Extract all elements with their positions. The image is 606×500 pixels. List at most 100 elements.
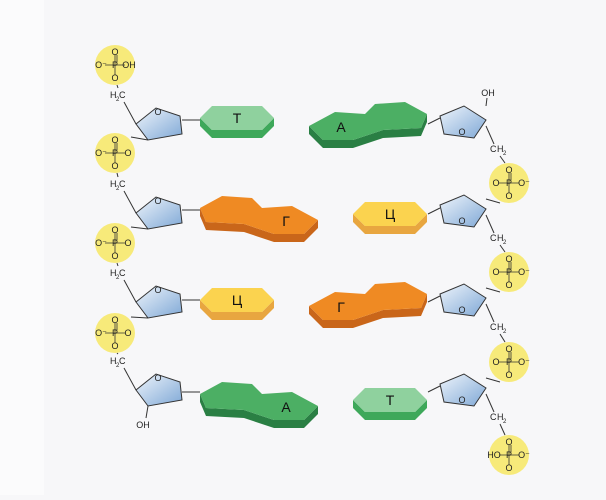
base-side	[200, 208, 318, 242]
base-top	[353, 202, 427, 226]
bond-line	[130, 316, 149, 319]
sugar-pentagon	[439, 373, 487, 407]
oxygen-label: O	[154, 107, 161, 117]
oxygen-label: O	[111, 161, 118, 171]
phosphate-group: PO⁻OOO	[95, 133, 135, 173]
base-letter: Г	[282, 213, 290, 229]
phosphorus-label: P	[112, 328, 118, 338]
phosphorus-label: P	[112, 238, 118, 248]
hydroxyl-label: OH	[136, 420, 150, 430]
base-top	[309, 102, 427, 140]
sugar-ring: O	[439, 194, 487, 228]
oxygen-label: O	[111, 341, 118, 351]
base-side	[353, 214, 427, 234]
bond-line	[145, 405, 149, 419]
base-top	[200, 382, 318, 420]
base-guanine: Г	[309, 282, 427, 328]
subscript-label: 2	[503, 240, 507, 246]
oxygen-label: O	[111, 73, 118, 83]
hydrogen-label: H	[497, 144, 504, 154]
bond-line	[485, 287, 501, 293]
base-cytosine: Ц	[353, 202, 427, 234]
oxygen-label: O	[124, 328, 131, 338]
oxygen-label: O	[505, 280, 512, 290]
oxygen-label: O	[492, 178, 499, 188]
oxygen-label: O	[458, 127, 465, 137]
oxygen-label: O	[124, 238, 131, 248]
bond-line	[116, 262, 119, 267]
base-adenine: А	[200, 382, 318, 428]
oxygen-label: O	[492, 267, 499, 277]
hydrogen-label: H	[497, 412, 504, 422]
oxygen-label: O	[505, 254, 512, 264]
base-top	[200, 196, 318, 234]
sugar-ring: O	[439, 105, 487, 139]
carbon-label: C	[119, 179, 126, 189]
base-side	[309, 114, 427, 148]
oxygen-label: O	[111, 251, 118, 261]
sugar-pentagon	[439, 105, 487, 139]
bond-line	[499, 333, 506, 343]
sugar-pentagon	[135, 285, 183, 319]
hydrogen-label: H	[497, 322, 504, 332]
bond-line	[427, 385, 441, 393]
bond-line	[499, 423, 506, 436]
base-letter: Ц	[232, 292, 243, 308]
oxygen-label: O	[154, 285, 161, 295]
hydroxyl-label: OH	[122, 60, 136, 70]
bond-line	[499, 244, 506, 253]
bond-line	[485, 125, 495, 145]
bond-line	[116, 352, 119, 355]
oxygen-label: O⁻	[95, 328, 107, 338]
carbon-label: C	[119, 90, 126, 100]
oxygen-label: O	[458, 395, 465, 405]
phosphorus-label: P	[506, 267, 512, 277]
sugar-pentagon	[135, 196, 183, 230]
bond-line	[130, 136, 149, 141]
base-thymine: Т	[200, 106, 274, 138]
oxygen-label: O	[505, 370, 512, 380]
base-letter: Т	[386, 392, 395, 408]
bond-line	[485, 97, 488, 107]
oxygen-label: O	[111, 225, 118, 235]
carbon-label: C	[490, 144, 497, 154]
base-letter: Г	[337, 299, 345, 315]
carbon-label: C	[490, 322, 497, 332]
phosphate-group: PO⁻OOO	[95, 313, 135, 353]
sugar-pentagon	[135, 107, 183, 141]
sugar-ring: O	[439, 373, 487, 407]
subscript-label: 2	[116, 275, 120, 281]
base-thymine: Т	[353, 388, 427, 420]
phosphorus-label: P	[506, 357, 512, 367]
subscript-label: 2	[116, 97, 120, 103]
carbon-label: C	[119, 268, 126, 278]
hydrogen-label: H	[110, 268, 117, 278]
bond-line	[485, 393, 495, 413]
oxygen-label: O	[154, 196, 161, 206]
base-side	[200, 300, 274, 320]
hydrogen-label: H	[110, 179, 117, 189]
sugar-ring: O	[135, 196, 183, 230]
oxygen-label: O	[111, 315, 118, 325]
oxygen-label: O⁻	[518, 267, 530, 277]
oxygen-label: O	[111, 47, 118, 57]
base-letter: А	[336, 119, 346, 135]
phosphorus-label: P	[112, 148, 118, 158]
oxygen-label: O	[505, 165, 512, 175]
oxygen-label: O	[505, 463, 512, 473]
oxygen-label: O	[458, 216, 465, 226]
base-cytosine: Ц	[200, 288, 274, 320]
bond-line	[427, 207, 441, 215]
subscript-label: 2	[116, 186, 120, 192]
